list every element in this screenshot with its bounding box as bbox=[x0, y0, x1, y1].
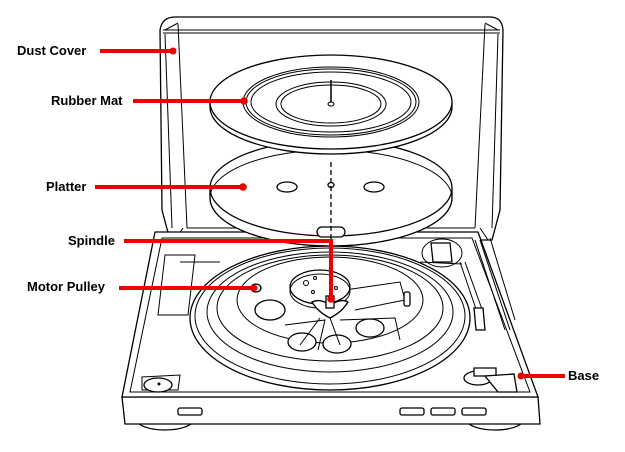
callout-base bbox=[517, 372, 565, 380]
label-motor-pulley: Motor Pulley bbox=[27, 279, 106, 294]
callout-rubber-mat bbox=[133, 97, 248, 105]
callout-platter bbox=[95, 183, 247, 191]
label-rubber-mat: Rubber Mat bbox=[51, 93, 123, 108]
callout-motor-pulley bbox=[119, 284, 258, 292]
callout-spindle bbox=[124, 239, 335, 303]
label-base: Base bbox=[568, 368, 600, 383]
callout-dust-cover bbox=[100, 47, 177, 55]
platter-drawing bbox=[209, 139, 453, 247]
platter-well-drawing bbox=[189, 245, 471, 391]
label-dust-cover: Dust Cover bbox=[17, 43, 87, 58]
tonearm-drawing bbox=[419, 238, 486, 331]
rubber-mat-drawing bbox=[209, 54, 453, 155]
label-platter: Platter bbox=[46, 179, 87, 194]
label-spindle: Spindle bbox=[68, 233, 115, 248]
